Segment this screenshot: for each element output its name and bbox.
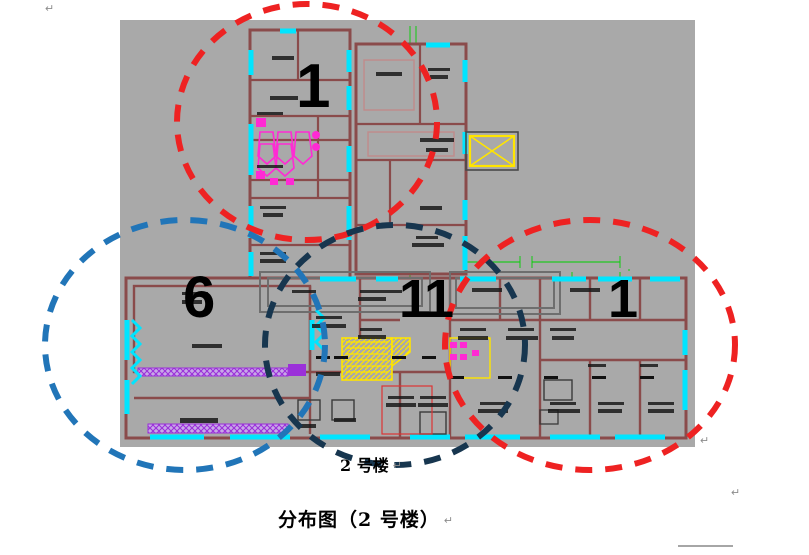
- building-label: 2 号楼↵: [340, 452, 402, 476]
- footer-separator: [678, 545, 733, 547]
- top-paragraph-mark: ↵: [45, 3, 55, 15]
- floor-plan-image: [120, 20, 695, 447]
- zone-number-6-left: 6: [183, 265, 215, 330]
- figure-caption-text: 分布图（2 号楼）: [278, 509, 440, 531]
- building-label-text: 2 号楼: [340, 456, 389, 475]
- drawing-edge-paragraph-mark: ↵: [700, 435, 710, 447]
- figure-caption: 分布图（2 号楼）↵: [278, 505, 453, 532]
- zone-number-1-top: 1: [296, 52, 331, 121]
- floor-plan-vector: [124, 26, 688, 440]
- equipment-yellow-box: [465, 131, 519, 171]
- zone-number-11-mid: 11: [399, 269, 454, 329]
- building-label-return-mark: ↵: [392, 460, 402, 472]
- figure-caption-return-mark: ↵: [443, 515, 454, 527]
- right-paragraph-mark: ↵: [731, 487, 741, 499]
- zone-number-1-right: 1: [608, 269, 638, 329]
